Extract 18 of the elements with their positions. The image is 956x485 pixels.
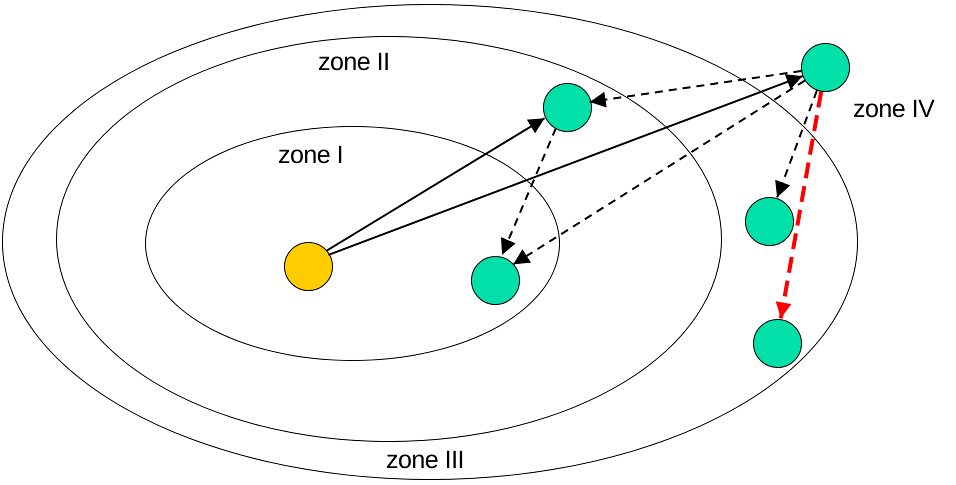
arrow [776,91,824,319]
node-circle [745,197,794,246]
node-circle [543,83,592,132]
arrow [590,70,802,108]
zone-label: zone III [386,448,464,473]
zone-label: zone IV [853,97,934,122]
arrow [326,117,546,252]
arrow [500,128,557,256]
node-circle [753,319,802,368]
arrow [328,74,803,256]
zone-label: zone I [278,143,344,168]
arrow [775,90,818,198]
zone-ellipse [145,126,560,361]
node-circle [471,256,520,305]
node-circle [284,242,333,291]
arrow [512,80,806,266]
zone-ellipse [56,36,722,442]
zone-label: zone II [318,50,390,75]
